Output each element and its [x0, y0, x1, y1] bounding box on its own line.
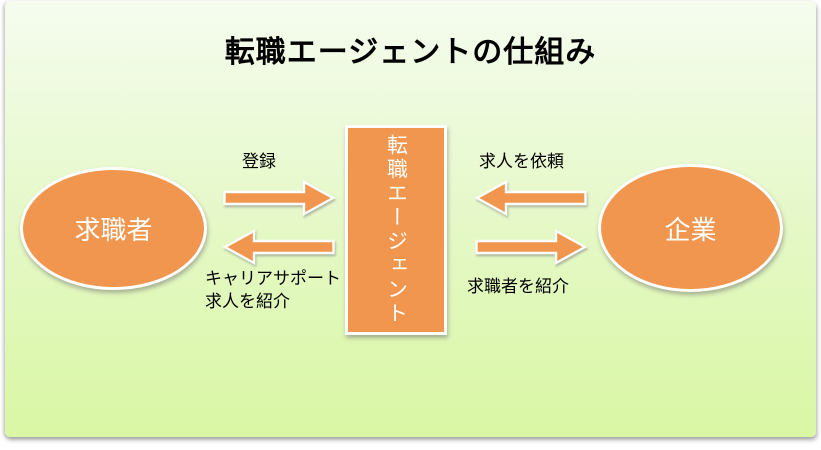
arrow-left-request-jobs: [475, 180, 587, 216]
node-company-label: 企業: [664, 214, 717, 245]
node-job-seeker-label: 求職者: [74, 215, 153, 245]
node-agent: 転職エージェント: [345, 125, 447, 335]
flow-label-introduce-seekers: 求職者を紹介: [467, 277, 569, 296]
node-company: 企業: [598, 164, 783, 292]
flow-label-career-support: キャリアサポート 求人を紹介: [205, 267, 341, 313]
node-job-seeker: 求職者: [20, 167, 207, 290]
slide-canvas: 転職エージェントの仕組み 求職者 転職エージェント 企業 登録 キャリアサポート…: [5, 1, 816, 437]
flow-label-career-support-line1: キャリアサポート: [205, 269, 341, 288]
arrow-left-career-support: [223, 229, 335, 265]
diagram-title: 転職エージェントの仕組み: [224, 36, 597, 69]
arrow-right-register: [223, 180, 335, 216]
flow-label-request-jobs: 求人を依頼: [479, 152, 564, 171]
arrow-right-introduce-seekers: [475, 229, 587, 265]
node-agent-label: 転職エージェント: [384, 134, 408, 326]
flow-label-career-support-line2: 求人を紹介: [205, 292, 290, 311]
flow-label-register: 登録: [242, 152, 276, 171]
